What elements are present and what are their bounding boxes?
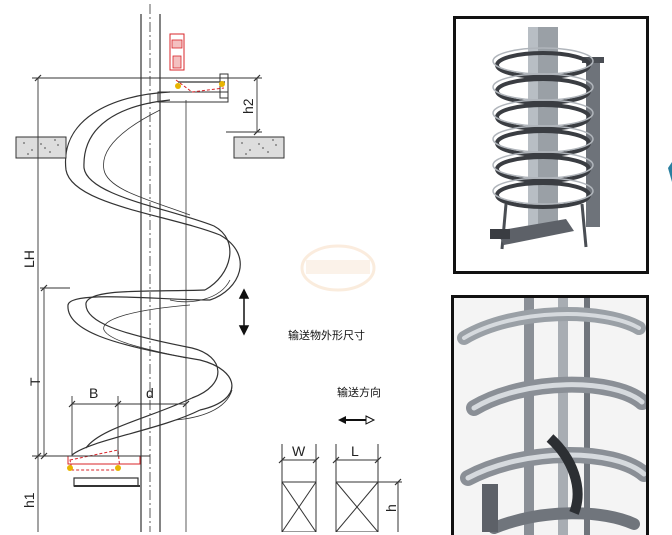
watermark-logo (300, 244, 376, 292)
top-transfer-unit (157, 33, 229, 103)
spiral-conveyor-photo-top (453, 16, 649, 274)
dim-label-h1: h1 (21, 492, 37, 508)
dim-label-b: B (89, 385, 98, 401)
dim-label-lh: LH (21, 250, 37, 268)
outline-caption: 输送物外形尺寸 (288, 328, 365, 342)
spiral-conveyor-photo-bottom (451, 295, 649, 535)
dimension-lines (32, 77, 262, 532)
floor-slab-right (233, 136, 285, 159)
dim-label-d: d (146, 385, 154, 401)
floor-slab-left (15, 136, 67, 159)
dim-label-l: L (351, 443, 359, 459)
dim-label-h: h (383, 504, 399, 512)
edge-fragment (668, 162, 672, 182)
central-column (140, 4, 187, 532)
width-box (281, 444, 317, 532)
vertical-arrow-icon (238, 288, 250, 336)
dim-label-h2: h2 (240, 98, 256, 114)
dim-label-w: W (292, 443, 306, 459)
length-box (335, 444, 402, 532)
dimension-ticks (34, 74, 261, 460)
bottom-transfer-unit (67, 449, 141, 487)
helix-band (64, 91, 241, 456)
direction-caption: 输送方向 (337, 385, 381, 399)
direction-arrow-icon (338, 415, 376, 425)
dim-label-t: T (27, 377, 43, 386)
